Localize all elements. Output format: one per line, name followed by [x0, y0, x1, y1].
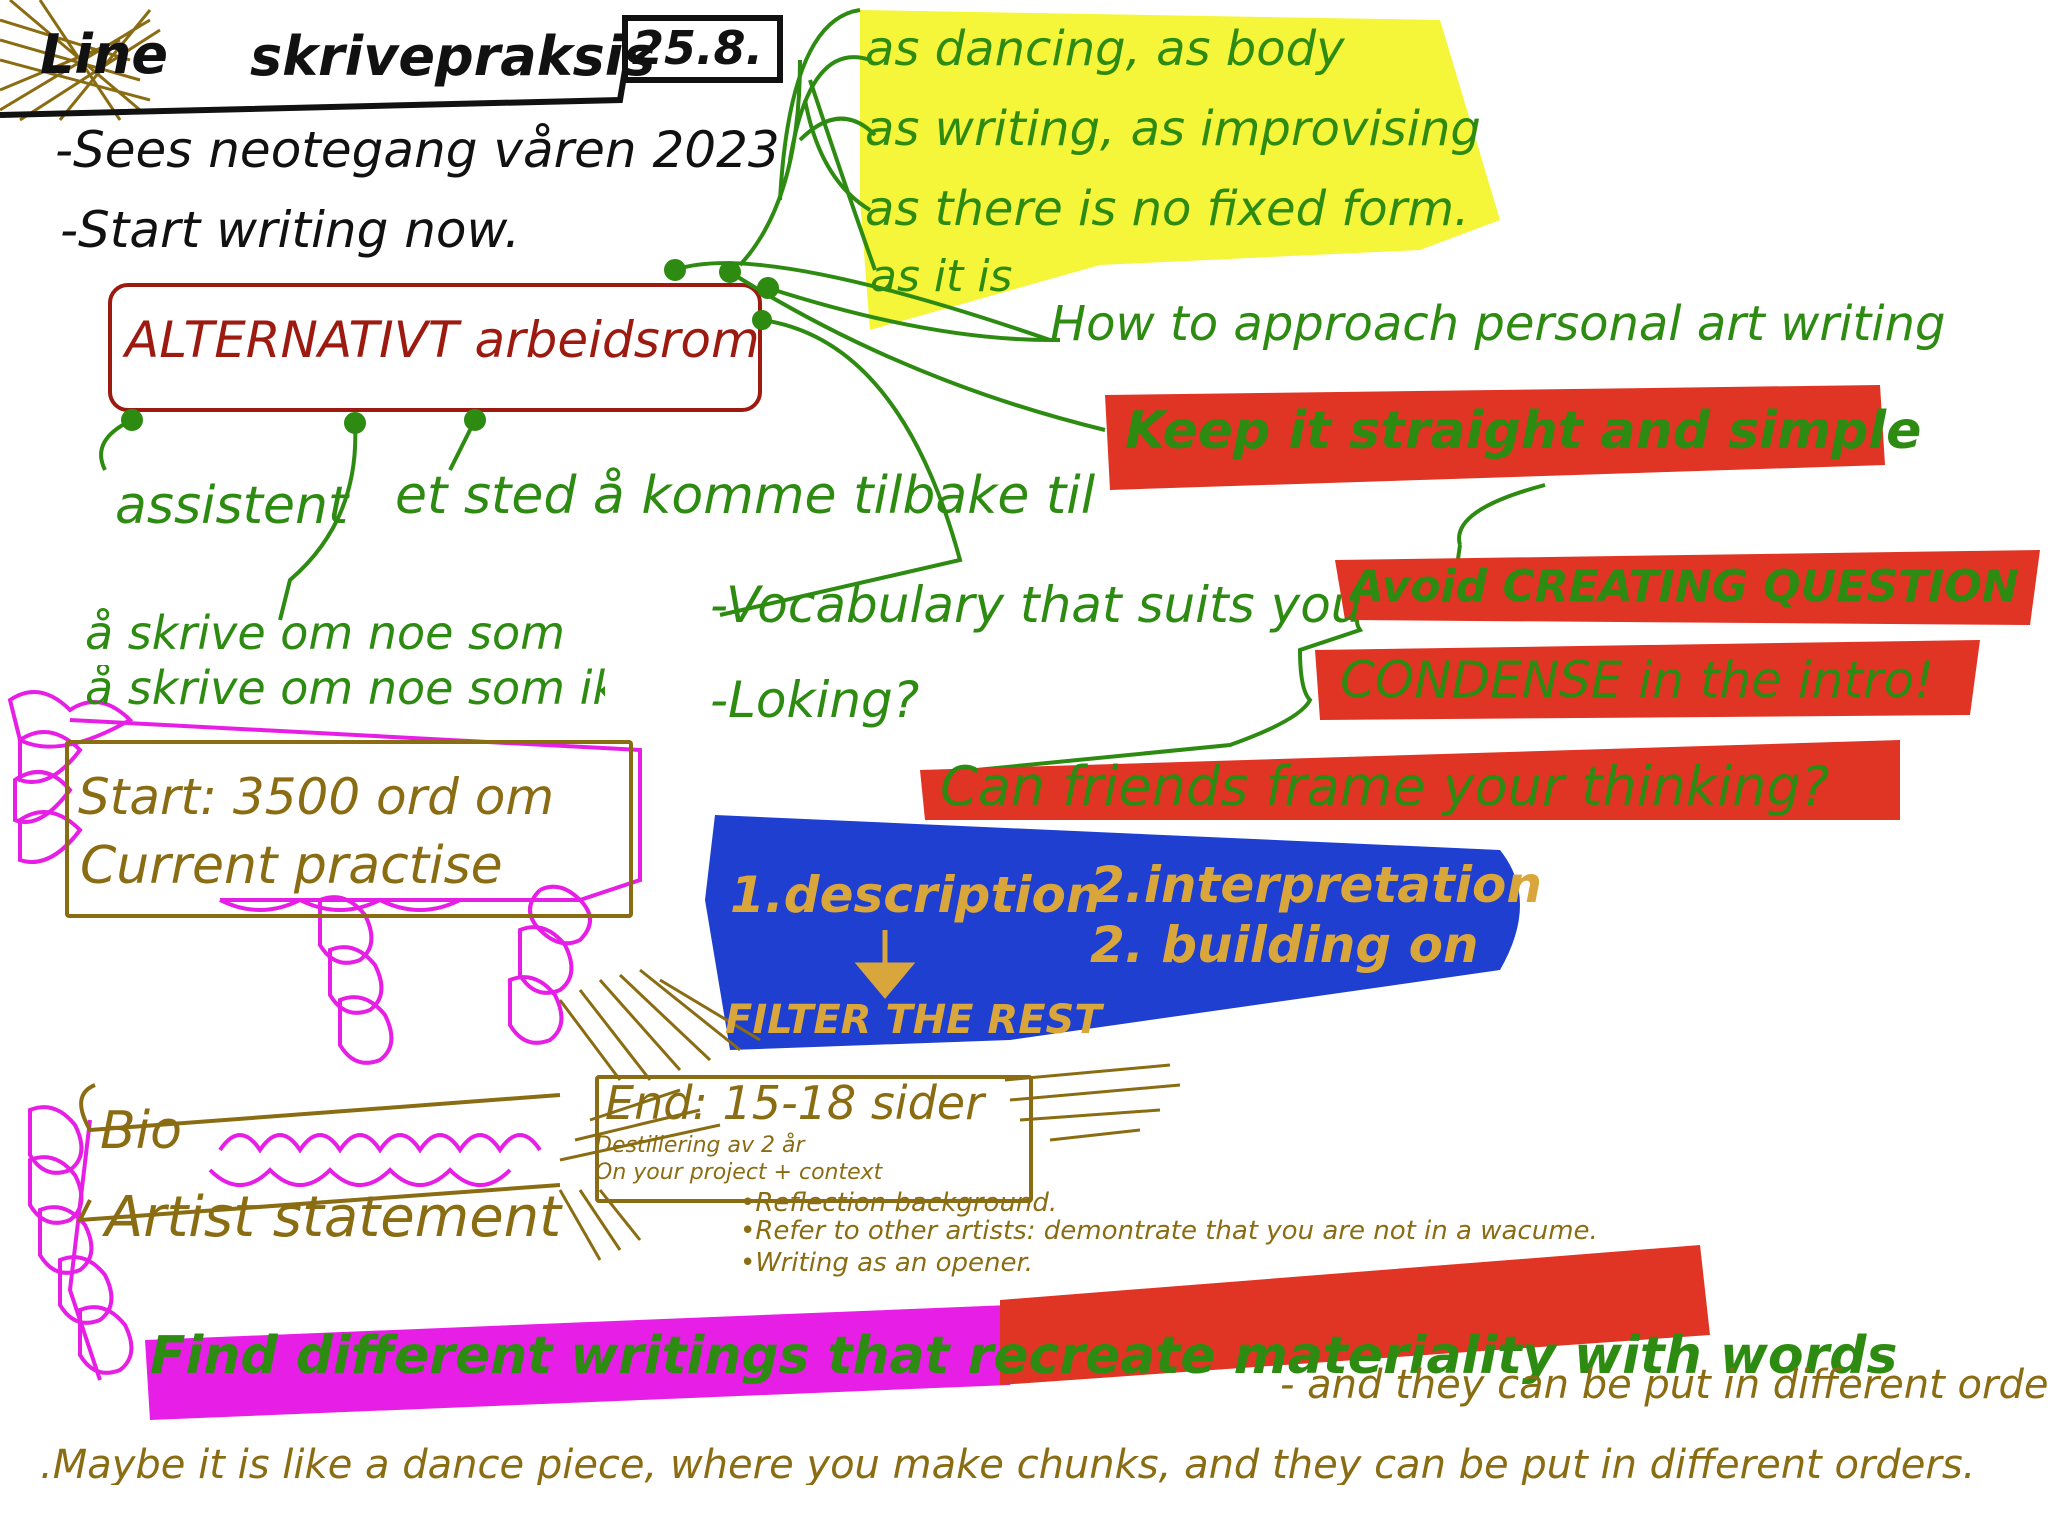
- start-box: [65, 740, 633, 918]
- blue-item-2b: 2. building on: [1090, 916, 1479, 974]
- fan-connectors: [738, 8, 877, 271]
- title-name: Line: [40, 23, 168, 86]
- red-bar-bottom: [1000, 1245, 1710, 1385]
- filter-arrow: [854, 930, 916, 999]
- yellow-line-2: as writing, as improvising: [865, 101, 1481, 157]
- artist-statement: Artist statement: [105, 1185, 562, 1250]
- olive-brackets: [76, 1083, 561, 1223]
- red-bar-avoid: [1335, 550, 2040, 625]
- start-line-2: Current practise: [80, 836, 503, 896]
- end-box: [595, 1075, 1033, 1203]
- bottom-bar-text: Find different writings that recreate ma…: [150, 1326, 1898, 1386]
- branch-assistent: assistent: [115, 476, 349, 536]
- reflection-line-3: •Writing as an opener.: [740, 1248, 1034, 1278]
- reflection-line-2: •Refer to other artists: demontrate that…: [740, 1216, 1598, 1246]
- note-line-2: -Start writing now.: [60, 201, 521, 259]
- red-bar-keep-text: Keep it straight and simple: [1125, 401, 1922, 461]
- branch-write-about-hidden: å skrive om noe som ikke eksisterer: [85, 665, 605, 715]
- red-bar-keep: [1105, 385, 1885, 490]
- red-bar-friends-text: Can friends frame your thinking?: [940, 755, 1830, 818]
- yellow-line-3: as there is no fixed form.: [865, 181, 1470, 237]
- yellow-line-1: as dancing, as body: [865, 21, 1345, 77]
- branch-write-about-1: å skrive om noe som: [85, 606, 565, 660]
- end-sub-1: Destillering av 2 år: [595, 1133, 805, 1158]
- center-node-box: [108, 283, 762, 412]
- node-connectors: [99, 259, 1546, 777]
- branch-approach: How to approach personal art writing: [1050, 296, 1946, 352]
- bottom-note-2: .Maybe it is like a dance piece, where y…: [40, 1445, 1976, 1485]
- red-bar-condense: [1315, 640, 1980, 720]
- note-line-1: -Sees neotegang våren 2023: [55, 121, 780, 179]
- branch-place: et sted å komme tilbake til: [395, 466, 1096, 526]
- magenta-ribbon: [7, 690, 642, 1381]
- blue-filter: FILTER THE REST: [725, 997, 1102, 1043]
- magenta-bar: [145, 1305, 1010, 1420]
- blue-item-2a: 2.interpretation: [1090, 856, 1542, 914]
- end-sub-2: On your project + context: [595, 1160, 883, 1185]
- end-title: End: 15-18 sider: [605, 1076, 984, 1130]
- red-bar-condense-text: CONDENSE in the intro!: [1340, 651, 1935, 709]
- reflection-line-1: •Reflection background.: [740, 1188, 1058, 1218]
- yellow-line-4: as it is: [870, 251, 1013, 302]
- red-bar-friends: [920, 740, 1900, 820]
- title-subject: skrivepraksis: [250, 25, 656, 88]
- start-line-1: Start: 3500 ord om: [78, 768, 555, 826]
- branch-looking: -Loking?: [710, 671, 920, 729]
- title-date: 25.8.: [632, 21, 763, 75]
- blue-box: [705, 815, 1520, 1050]
- bio-label: Bio: [100, 1101, 182, 1161]
- olive-hatch: [558, 968, 1181, 1261]
- center-node-label: ALTERNATIVT arbeidsrom: [125, 311, 760, 369]
- date-box: [622, 15, 783, 83]
- branch-vocabulary: -Vocabulary that suits you: [710, 576, 1363, 634]
- corner-scribble: [0, 0, 161, 122]
- red-bar-avoid-text: Avoid CREATING QUESTION: [1350, 565, 2019, 609]
- bottom-note-1: - and they can be put in different order…: [1280, 1362, 2048, 1408]
- yellow-highlight: [860, 10, 1500, 330]
- blue-item-1: 1.description: [730, 866, 1102, 924]
